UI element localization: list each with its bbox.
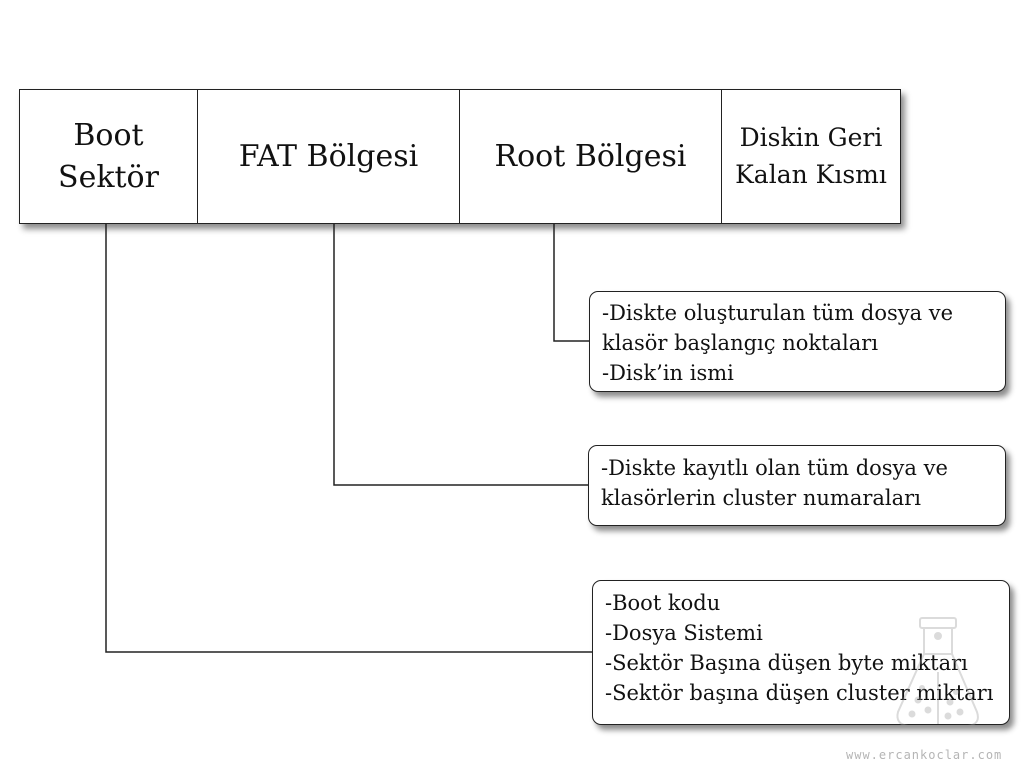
connector-root — [553, 224, 589, 342]
fat-region-note: -Diskte kayıtlı olan tüm dosya ve klasör… — [588, 445, 1006, 526]
segment-boot-sector: Boot Sektör — [20, 90, 198, 223]
segment-remaining-disk: Diskin Geri Kalan Kısmı — [722, 90, 900, 223]
boot-sector-note: -Boot kodu -Dosya Sistemi -Sektör Başına… — [592, 580, 1010, 725]
segment-fat-region: FAT Bölgesi — [198, 90, 460, 223]
segment-remaining-disk-label: Diskin Geri Kalan Kısmı — [735, 123, 887, 189]
boot-note-line: -Sektör başına düşen cluster miktarı — [605, 681, 994, 705]
fat-note-line: klasörlerin cluster numaraları — [601, 486, 921, 510]
connector-boot — [105, 224, 592, 653]
root-note-line: klasör başlangıç noktaları — [602, 331, 879, 355]
segment-fat-region-label: FAT Bölgesi — [238, 138, 419, 174]
fat-note-line: -Diskte kayıtlı olan tüm dosya ve — [601, 456, 948, 480]
root-region-note: -Diskte oluşturulan tüm dosya ve klasör … — [589, 291, 1006, 392]
boot-note-line: -Dosya Sistemi — [605, 621, 763, 645]
disk-layout-bar: Boot Sektör FAT Bölgesi Root Bölgesi Dis… — [19, 89, 901, 224]
segment-boot-sector-label: Boot Sektör — [58, 117, 159, 195]
segment-root-region: Root Bölgesi — [460, 90, 722, 223]
boot-note-line: -Boot kodu — [605, 591, 721, 615]
connector-fat — [333, 224, 588, 486]
root-note-line: -Diskte oluşturulan tüm dosya ve — [602, 301, 954, 325]
watermark-text: www.ercankoclar.com — [846, 748, 1003, 762]
flask-icon — [896, 617, 979, 727]
root-note-line: -Disk’in ismi — [602, 361, 734, 385]
boot-note-line: -Sektör Başına düşen byte miktarı — [605, 651, 968, 675]
segment-root-region-label: Root Bölgesi — [494, 138, 687, 174]
